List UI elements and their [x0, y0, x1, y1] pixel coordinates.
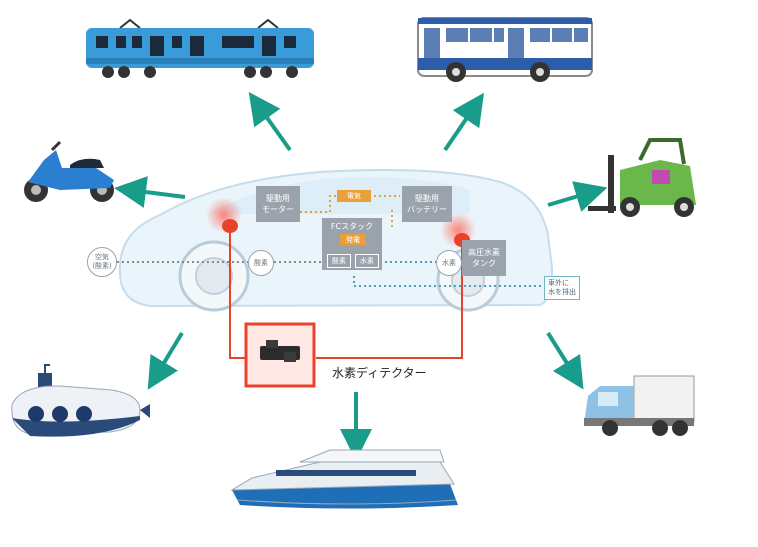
water-discharge-label: 車外に 水を排出 — [544, 276, 580, 300]
fc-oxygen-label: 酸素 — [327, 254, 351, 268]
detector-wiring — [229, 226, 463, 359]
detector-icon — [244, 322, 316, 388]
scooter-icon — [24, 140, 114, 202]
generation-tag: 発電 — [340, 234, 366, 245]
arrow-to-forklift — [547, 181, 608, 212]
fc-hydrogen-label: 水素 — [355, 254, 379, 268]
fc-stack-label: FCスタック — [330, 222, 374, 231]
air-input-circle: 空気 (酸素) — [87, 247, 117, 277]
arrow-to-truck — [546, 331, 584, 390]
detector-label: 水素ディテクター — [332, 366, 427, 380]
ship-icon — [230, 449, 458, 509]
arrow-to-submarine — [147, 331, 184, 390]
hydrogen-input-circle: 水素 — [436, 250, 462, 276]
arrow-to-train — [248, 91, 292, 152]
drive-battery-box: 駆動用 バッテリー — [402, 186, 452, 222]
submarine-icon — [11, 364, 150, 437]
electricity-tag: 電気 — [337, 190, 371, 202]
bus-icon — [417, 17, 593, 82]
arrow-to-bus — [443, 92, 485, 152]
arrows — [114, 91, 608, 461]
hydrogen-tank-box: 高圧水素 タンク — [462, 240, 506, 276]
oxygen-input-circle: 酸素 — [248, 250, 274, 276]
forklift-icon — [588, 138, 696, 217]
sensor-front — [206, 197, 242, 233]
drive-motor-box: 駆動用 モーター — [256, 186, 300, 222]
truck-icon — [584, 375, 695, 436]
train-icon — [86, 18, 314, 78]
arrow-to-scooter — [114, 176, 186, 208]
